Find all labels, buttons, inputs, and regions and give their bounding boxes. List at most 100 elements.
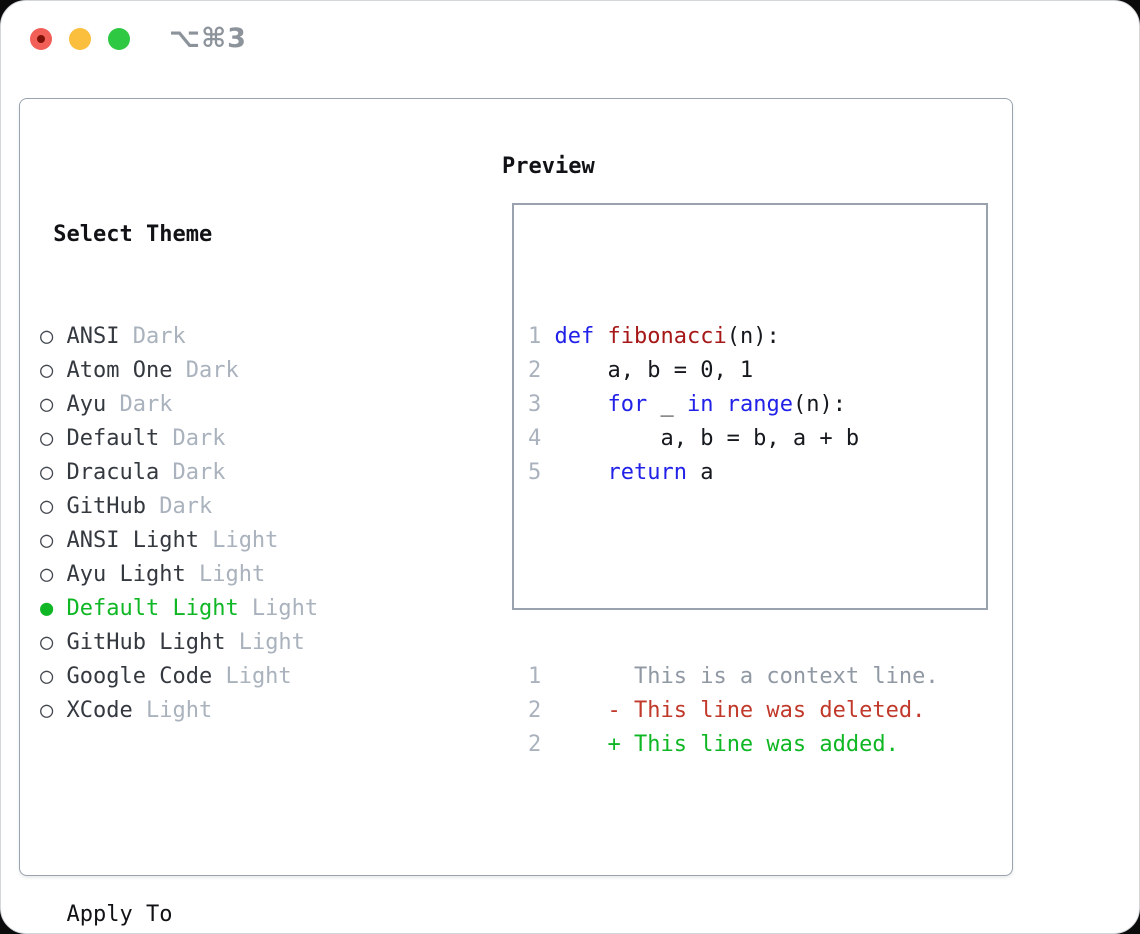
theme-option-github[interactable]: ○ GitHub Dark [40, 490, 411, 524]
radio-unselected-icon: ○ [40, 664, 54, 689]
theme-label: Default [66, 426, 160, 451]
code-token [594, 324, 607, 349]
zoom-button[interactable] [108, 28, 130, 50]
theme-variant-badge: Light [238, 596, 319, 621]
theme-variant-badge: Dark [172, 358, 239, 383]
theme-option-ansi-light[interactable]: ○ ANSI Light Light [40, 524, 411, 558]
theme-option-ansi[interactable]: ○ ANSI Dark [40, 320, 411, 354]
code-line: 4 a, b = b, a + b [528, 422, 939, 456]
minimize-button[interactable] [69, 28, 91, 50]
theme-label: Ayu Light [66, 562, 186, 587]
gap [53, 324, 66, 349]
line-number: 1 [528, 324, 555, 349]
window-controls [30, 28, 130, 50]
diff-line-deleted: 2 - This line was deleted. [528, 694, 939, 728]
code-token: a [686, 460, 714, 485]
close-button[interactable] [30, 28, 52, 50]
theme-option-default[interactable]: ○ Default Dark [40, 422, 411, 456]
radio-unselected-icon: ○ [40, 630, 54, 655]
theme-variant-badge: Dark [119, 324, 186, 349]
select-theme-heading-row: Select Theme [40, 218, 411, 252]
diff-lines: 1 This is a context line. 2 - This line w… [528, 660, 939, 762]
code-token: (n): [792, 392, 846, 417]
code-token: (n): [726, 324, 780, 349]
theme-variant-badge: Light [225, 630, 305, 655]
line-number: 1 [528, 664, 608, 689]
theme-variant-badge: Dark [145, 494, 213, 519]
radio-unselected-icon: ○ [40, 698, 54, 723]
apply-to-heading: Apply To [66, 902, 173, 927]
theme-label: XCode [66, 698, 133, 723]
radio-unselected-icon: ○ [40, 392, 54, 417]
preview-heading: Preview [502, 154, 595, 179]
theme-label: Dracula [66, 460, 160, 485]
code-token [555, 460, 608, 485]
diff-line-added: 2 + This line was added. [528, 728, 939, 762]
gap [53, 698, 66, 723]
code-token: def [554, 324, 595, 349]
theme-label: GitHub [66, 494, 146, 519]
gap [53, 358, 66, 383]
radio-unselected-icon: ○ [40, 528, 54, 553]
code-token [555, 392, 608, 417]
gap [53, 596, 66, 621]
code-line: 3 for _ in range(n): [528, 388, 939, 422]
code-line: 2 a, b = 0, 1 [528, 354, 939, 388]
left-column: Select Theme ○ ANSI Dark○ Atom One Dark○… [40, 150, 411, 933]
theme-option-google-code[interactable]: ○ Google Code Light [40, 660, 411, 694]
code-token: a, b = 0, 1 [554, 358, 754, 383]
spacer [40, 796, 411, 830]
line-number: 4 [528, 426, 555, 451]
code-token: range [726, 392, 793, 417]
gap [53, 562, 66, 587]
line-number: 2 [528, 358, 555, 383]
theme-option-xcode[interactable]: ○ XCode Light [40, 694, 411, 728]
gap [53, 528, 66, 553]
gap [53, 630, 66, 655]
theme-option-default-light[interactable]: ● Default Light Light [40, 592, 411, 626]
spacer [528, 558, 939, 592]
theme-list: ○ ANSI Dark○ Atom One Dark○ Ayu Dark○ De… [40, 320, 411, 728]
theme-variant-badge: Light [212, 664, 292, 689]
code-token: in [686, 392, 714, 417]
gap [53, 426, 66, 451]
diff-text: - This line was deleted. [607, 698, 926, 723]
gap [53, 494, 66, 519]
radio-unselected-icon: ○ [40, 562, 54, 587]
radio-unselected-icon: ○ [40, 460, 54, 485]
theme-label: ANSI [66, 324, 120, 349]
line-number: 5 [528, 460, 555, 485]
radio-unselected-icon: ○ [40, 324, 54, 349]
theme-option-github-light[interactable]: ○ GitHub Light Light [40, 626, 411, 660]
theme-option-ayu-light[interactable]: ○ Ayu Light Light [40, 558, 411, 592]
line-number: 2 [528, 732, 608, 757]
code-line: 5 return a [528, 456, 939, 490]
gap [53, 460, 66, 485]
code-token: _ [647, 392, 687, 417]
theme-settings-panel: Select Theme ○ ANSI Dark○ Atom One Dark○… [19, 98, 1013, 927]
theme-option-atom-one[interactable]: ○ Atom One Dark [40, 354, 411, 388]
theme-label: Google Code [66, 664, 213, 689]
radio-unselected-icon: ○ [40, 426, 54, 451]
theme-variant-badge: Dark [159, 460, 226, 485]
theme-variant-badge: Light [185, 562, 266, 587]
theme-label: ANSI Light [66, 528, 199, 553]
theme-variant-badge: Light [132, 698, 213, 723]
diff-text: This is a context line. [607, 664, 939, 689]
code-line: 1 def fibonacci(n): [528, 320, 939, 354]
line-number: 2 [528, 698, 608, 723]
apply-to-heading-row: Apply To [40, 898, 411, 932]
diff-text: + This line was added. [607, 732, 899, 757]
theme-option-dracula[interactable]: ○ Dracula Dark [40, 456, 411, 490]
theme-option-ayu[interactable]: ○ Ayu Dark [40, 388, 411, 422]
gap [53, 664, 66, 689]
code-token: a, b = b, a + b [554, 426, 860, 451]
line-number: 3 [528, 392, 555, 417]
theme-label: Ayu [66, 392, 107, 417]
theme-label: GitHub Light [66, 630, 226, 655]
code-token: for [607, 392, 648, 417]
